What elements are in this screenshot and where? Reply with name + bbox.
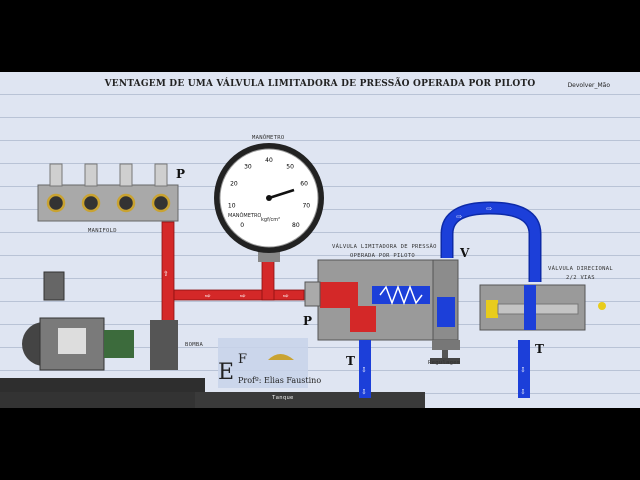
manifold-label: MANIFOLD	[88, 228, 117, 234]
gauge-tick-label: 70	[302, 202, 310, 209]
relief-valve-label-2: OPERADA POR PILOTO	[350, 253, 415, 259]
relief-valve	[305, 260, 460, 364]
gauge-tick-label: 20	[230, 180, 238, 187]
port-p-manifold: P	[176, 167, 185, 181]
svg-text:⇨: ⇨	[162, 270, 170, 276]
logo-letter-e: E	[218, 360, 234, 385]
svg-text:⇨: ⇨	[456, 213, 462, 221]
back-link[interactable]: Devolver_Mão	[568, 82, 610, 89]
svg-text:⇨: ⇨	[240, 292, 246, 300]
animation-stage: ⇨ ⇨ ⇨ ⇨ ⇩ ⇩ ⇩ ⇩ ⇨ ⇨	[0, 72, 640, 408]
dir-valve-label-2: 2/2 VIAS	[566, 275, 595, 281]
pump-label: BOMBA	[185, 342, 203, 348]
page-title: VENTAGEM DE UMA VÁLVULA LIMITADORA DE PR…	[0, 79, 640, 89]
directional-valve	[480, 285, 606, 330]
svg-text:⇩: ⇩	[520, 366, 526, 374]
tank	[195, 392, 425, 408]
gauge-tick-label: 0	[240, 222, 244, 229]
manometer-label: MANÔMETRO	[252, 135, 285, 141]
gauge-tick-label: 80	[292, 222, 300, 229]
svg-text:⇨: ⇨	[283, 292, 289, 300]
logo-letter-f: F	[238, 352, 247, 367]
gauge-tick-label: 10	[228, 202, 236, 209]
professor-credit: Profº: Elias Faustino	[238, 376, 321, 385]
port-p-valve: P	[303, 314, 312, 328]
port-v: V	[460, 246, 469, 260]
relief-valve-label-1: VÁLVULA LIMITADORA DE PRESSÃO	[332, 244, 437, 250]
hydraulic-circuit: ⇨ ⇨ ⇨ ⇨ ⇩ ⇩ ⇩ ⇩ ⇨ ⇨	[0, 72, 640, 408]
svg-text:⇩: ⇩	[361, 366, 367, 374]
gauge-unit: kgf/cm²	[261, 217, 280, 223]
gauge-tick-label: 30	[244, 163, 252, 170]
gauge-tick-label: 40	[265, 157, 273, 164]
svg-text:⇩: ⇩	[520, 388, 526, 396]
gauge-tick-label: 60	[300, 180, 308, 187]
svg-text:⇩: ⇩	[361, 388, 367, 396]
gauge-brand: MANÔMETRO	[228, 213, 261, 219]
svg-text:⇨: ⇨	[205, 292, 211, 300]
tank-label: Tanque	[272, 395, 294, 401]
regulation-label: Regulagem	[428, 360, 461, 366]
port-t-valve: T	[346, 354, 355, 368]
gauge-tick-label: 50	[286, 163, 294, 170]
pump-base	[0, 378, 205, 392]
manifold	[38, 164, 178, 221]
dir-valve-label-1: VÁLVULA DIRECIONAL	[548, 266, 613, 272]
svg-text:⇨: ⇨	[486, 205, 492, 213]
electric-motor	[22, 272, 178, 370]
port-t-dir: T	[535, 342, 544, 356]
